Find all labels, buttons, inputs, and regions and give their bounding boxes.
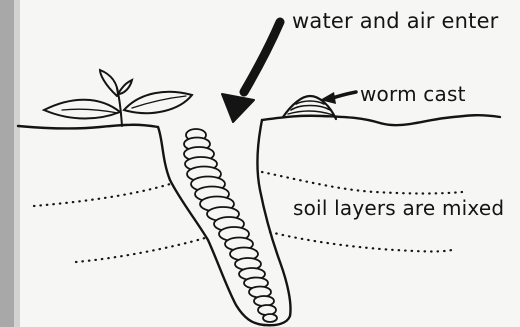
plant-sprout-right [118,80,132,94]
worm-segment [263,314,277,322]
soil-layer-upper-right [262,172,462,194]
plant-seedling [44,70,192,126]
label-water-and-air-enter: water and air enter [292,9,499,33]
soil-layer-lower-left [76,238,205,262]
ground-surface-left [18,125,158,129]
plant-leaf-right [124,92,192,113]
plant-sprout-left [100,70,118,96]
soil-layer-upper-left [34,184,170,206]
scan-edge-fade [14,0,20,327]
arrow-down-left-icon [222,22,280,122]
ground-surface-right [262,115,500,125]
scan-edge-shadow [0,0,14,327]
label-soil-layers-mixed: soil layers are mixed [293,196,504,220]
soil-layer-lower-right [270,232,452,252]
label-worm-cast: worm cast [360,82,466,106]
